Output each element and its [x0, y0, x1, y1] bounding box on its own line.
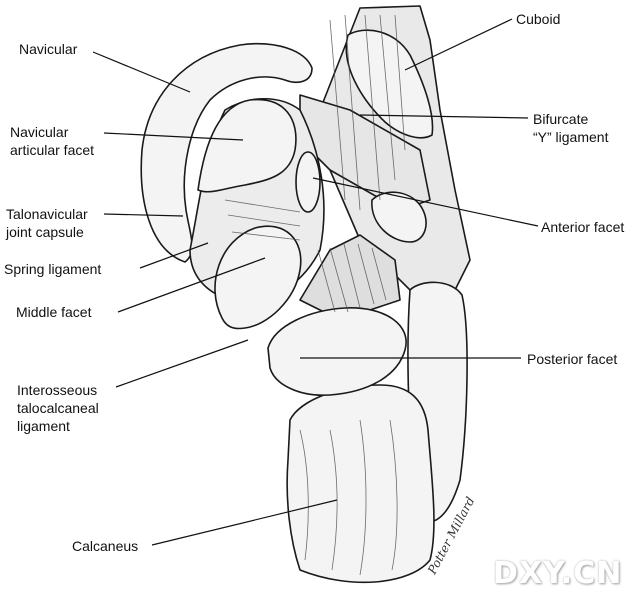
label-line: articular facet	[10, 142, 95, 158]
label-calcaneus: Calcaneus	[72, 537, 138, 555]
label-navicular: Navicular	[19, 40, 77, 58]
anterior-facet	[295, 151, 321, 213]
label-line: Interosseous	[17, 382, 98, 398]
label-navicular-articular-facet: Navicular articular facet	[10, 123, 94, 159]
label-line: Spring ligament	[4, 261, 102, 277]
label-line: ligament	[17, 418, 70, 434]
label-line: Navicular	[19, 41, 78, 57]
label-line: Posterior facet	[527, 351, 618, 367]
label-line: Middle facet	[16, 304, 92, 320]
label-line: talocalcaneal	[17, 400, 99, 416]
label-line: Bifurcate	[533, 111, 589, 127]
calcaneus-bone	[286, 384, 435, 584]
label-cuboid: Cuboid	[516, 10, 560, 28]
navicular-bone	[140, 42, 313, 263]
calcaneal-process	[371, 191, 427, 243]
navicular-articular-facet	[197, 98, 297, 193]
label-interosseous-ligament: Interosseous talocalcaneal ligament	[17, 381, 99, 435]
label-talonavicular-capsule: Talonavicular joint capsule	[6, 205, 88, 241]
label-posterior-facet: Posterior facet	[527, 350, 617, 368]
posterior-facet	[267, 307, 407, 396]
label-bifurcate-ligament: Bifurcate “Y” ligament	[533, 110, 608, 146]
middle-facet	[214, 225, 302, 330]
label-line: Talonavicular	[6, 206, 88, 222]
label-line: Navicular	[10, 124, 69, 140]
cuboid-bone	[345, 29, 434, 139]
label-anterior-facet: Anterior facet	[541, 218, 624, 236]
label-line: joint capsule	[6, 224, 84, 240]
label-spring-ligament: Spring ligament	[4, 260, 101, 278]
label-line: Cuboid	[516, 11, 561, 27]
label-line: “Y” ligament	[533, 129, 609, 145]
label-line: Calcaneus	[72, 538, 139, 554]
watermark: DXY.CN	[493, 556, 623, 591]
label-middle-facet: Middle facet	[16, 303, 91, 321]
label-line: Anterior facet	[541, 219, 625, 235]
